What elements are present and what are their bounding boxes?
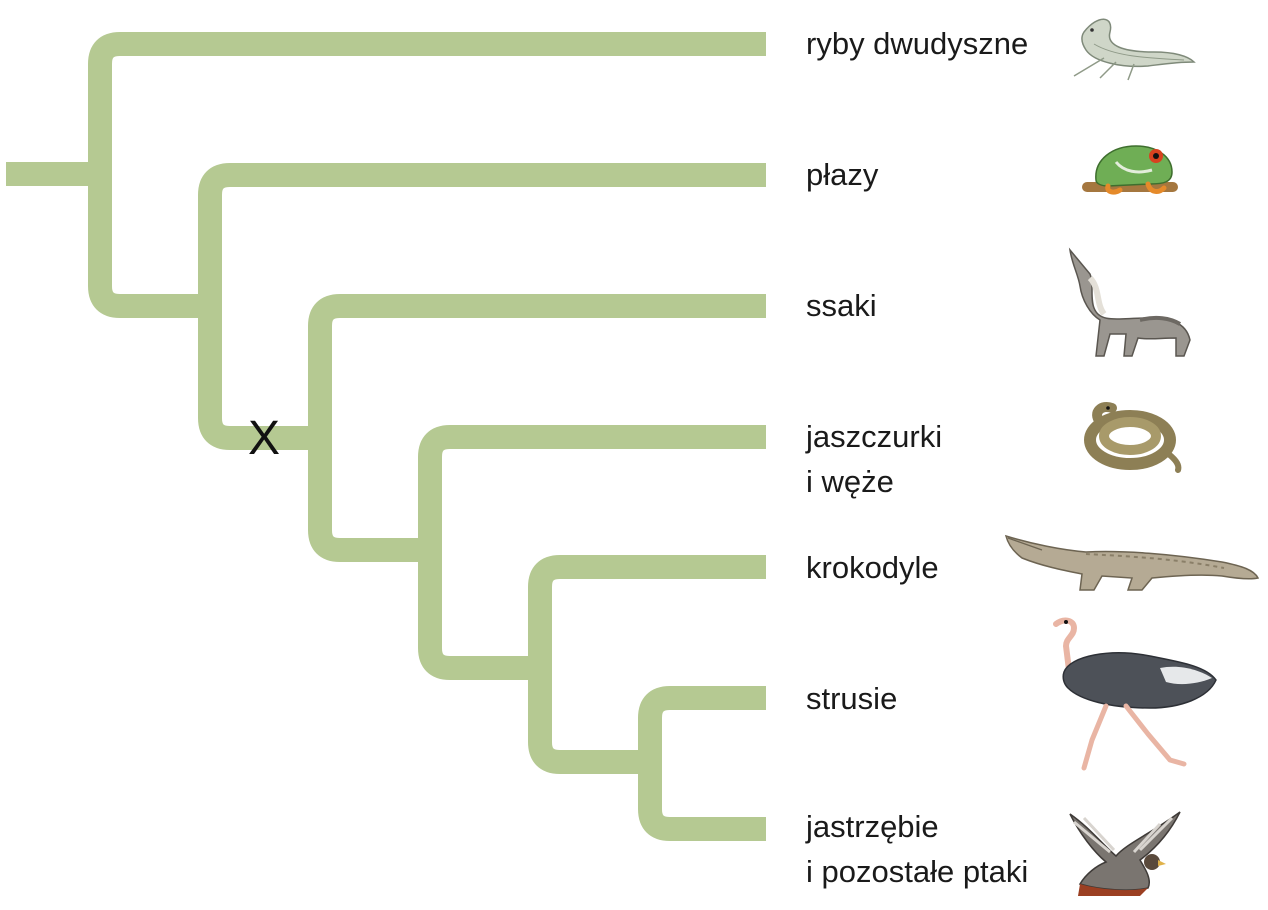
taxon-label-line: ssaki: [806, 288, 877, 323]
lungfish-icon: [1073, 18, 1196, 81]
ostrich-icon: [1053, 617, 1217, 771]
crocodile-icon: [1004, 534, 1260, 591]
wolf-icon: [1068, 247, 1191, 357]
taxon-label-line: jaszczurki: [806, 419, 943, 454]
taxon-label-line: i pozostałe ptaki: [806, 854, 1029, 889]
taxon-label-line: strusie: [806, 681, 898, 716]
node-4-branch: [418, 425, 766, 680]
taxon-label-line: płazy: [806, 157, 879, 192]
taxon-label-line: jastrzębie: [806, 809, 939, 844]
node-2-branch: [198, 163, 766, 450]
taxon-label-lizards-snakes: jaszczurki i węże: [806, 414, 942, 504]
node-marker: X: [248, 412, 281, 465]
node-6-branch: [638, 686, 766, 841]
taxon-label-ostriches: strusie: [806, 676, 897, 721]
taxon-label-amphibians: płazy: [806, 152, 878, 197]
taxon-label-mammals: ssaki: [806, 283, 877, 328]
hawk-icon: [1069, 811, 1181, 896]
taxon-label-line: ryby dwudyszne: [806, 26, 1029, 61]
taxon-label-lungfish: ryby dwudyszne: [806, 21, 1028, 66]
frog-icon: [1082, 145, 1178, 195]
taxon-label-hawks-birds: jastrzębie i pozostałe ptaki: [806, 804, 1028, 894]
node-1-branch: [88, 32, 766, 318]
snake-icon: [1084, 402, 1182, 473]
node-3-branch: [308, 294, 766, 562]
taxon-label-crocodiles: krokodyle: [806, 545, 939, 590]
node-5-branch: [528, 555, 766, 774]
taxon-label-line: krokodyle: [806, 550, 939, 585]
taxon-label-line: i węże: [806, 464, 894, 499]
